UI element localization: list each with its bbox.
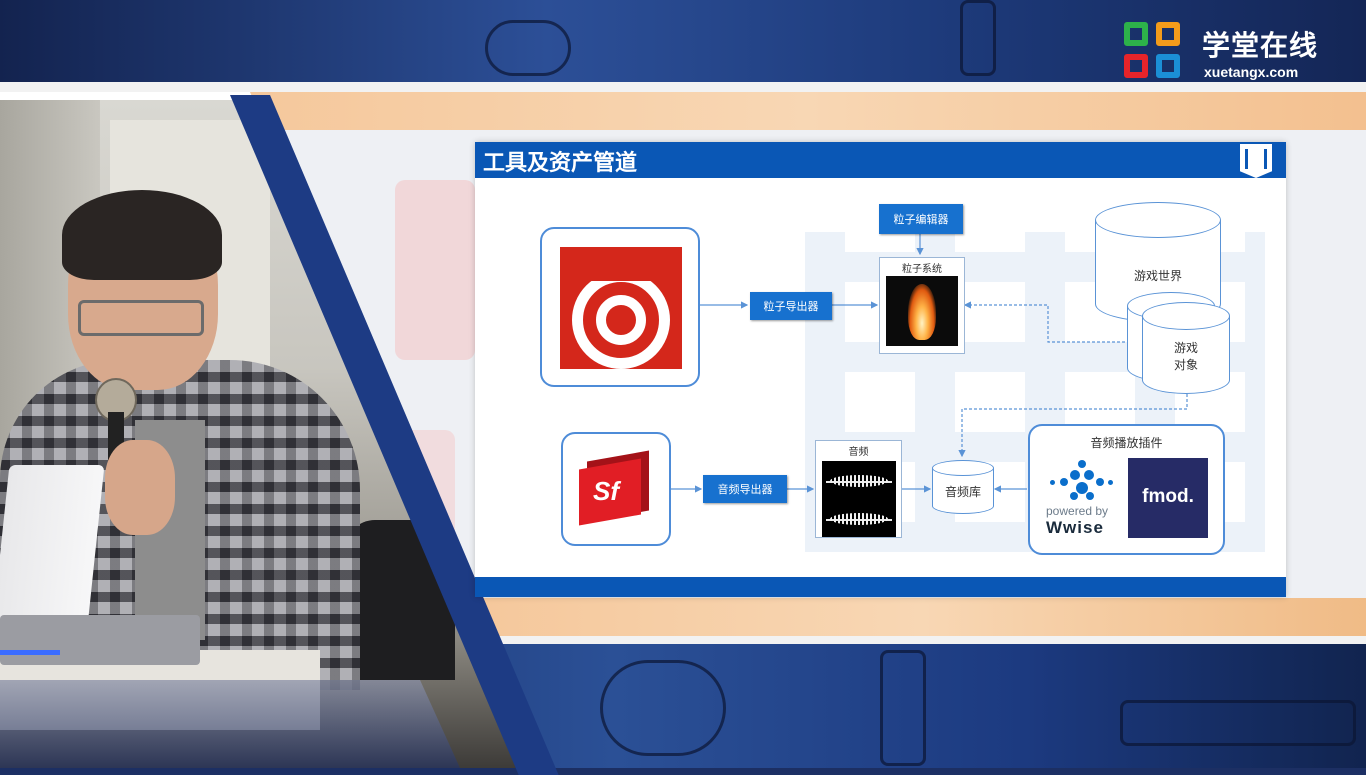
fmod-logo-icon: fmod. bbox=[1128, 458, 1208, 538]
top-divider bbox=[0, 82, 1366, 92]
fmod-name: fmod. bbox=[1142, 486, 1194, 507]
audio-plugin-box: 音频播放插件 powered by Wwise fmod. bbox=[1028, 424, 1225, 555]
chain-decoration bbox=[880, 650, 926, 766]
chain-decoration bbox=[1120, 700, 1356, 746]
particle-editor-node: 粒子编辑器 bbox=[879, 204, 963, 234]
wwise-name: Wwise bbox=[1046, 518, 1104, 537]
chain-decoration bbox=[960, 0, 996, 76]
presenter-reflection bbox=[0, 680, 460, 768]
logo-grid-icon bbox=[1124, 22, 1188, 86]
cyl-top bbox=[932, 460, 994, 476]
sf-text: Sf bbox=[593, 476, 619, 506]
game-object-database: 游戏 对象 bbox=[1142, 302, 1230, 397]
chain-decoration bbox=[485, 20, 571, 76]
flame bbox=[908, 284, 936, 340]
audio-plugin-title: 音频播放插件 bbox=[1090, 436, 1163, 450]
slide-title: 工具及资产管道 bbox=[483, 151, 638, 176]
bottom-accent-band bbox=[480, 598, 1366, 638]
waveform bbox=[830, 475, 888, 487]
audio-library-label: 音频库 bbox=[944, 485, 981, 499]
bottom-divider bbox=[480, 636, 1366, 644]
waveform bbox=[830, 513, 888, 525]
logo-square bbox=[1156, 22, 1180, 46]
game-world-label: 游戏世界 bbox=[1133, 269, 1182, 283]
cyl-top bbox=[1142, 302, 1230, 330]
backdrop-ghost bbox=[395, 180, 475, 360]
slide-footer bbox=[475, 577, 1286, 597]
laptop-light bbox=[0, 650, 60, 655]
chain-decoration bbox=[600, 660, 726, 756]
spiral-inner bbox=[596, 295, 646, 345]
particle-exporter-node: 粒子导出器 bbox=[750, 292, 832, 320]
school-logo-icon bbox=[1240, 144, 1272, 178]
audio-exporter-node: 音频导出器 bbox=[703, 475, 787, 503]
logo-url: xuetangx.com bbox=[1204, 64, 1299, 80]
cyl-top bbox=[1095, 202, 1221, 238]
spiral-mask bbox=[560, 247, 682, 281]
particle-system-label: 粒子系统 bbox=[902, 264, 942, 275]
slide: 工具及资产管道 粒子导出器 粒子编辑器 粒子系统 bbox=[475, 142, 1286, 597]
game-object-label-line1: 游戏 bbox=[1173, 341, 1198, 355]
xuetangx-logo[interactable]: 学堂在线 xuetangx.com bbox=[1124, 22, 1354, 84]
audio-library-database: 音频库 bbox=[932, 460, 994, 516]
houdini-app-card bbox=[540, 227, 700, 387]
presenter-hair bbox=[62, 190, 222, 280]
logo-square bbox=[1156, 54, 1180, 78]
presenter-hand bbox=[105, 440, 175, 535]
game-object-label-line2: 对象 bbox=[1173, 358, 1198, 372]
laptop-base bbox=[0, 615, 200, 665]
top-accent-band bbox=[250, 92, 1366, 130]
substance-logo-icon: Sf bbox=[579, 450, 651, 526]
audio-panel: 音频 bbox=[815, 440, 902, 538]
audio-label: 音频 bbox=[848, 447, 869, 458]
particle-system-panel: 粒子系统 bbox=[879, 257, 965, 354]
substance-app-card: Sf bbox=[561, 432, 671, 546]
logo-square bbox=[1124, 22, 1148, 46]
slide-header: 工具及资产管道 bbox=[475, 142, 1286, 178]
fire-preview bbox=[886, 276, 958, 346]
wwise-logo-icon bbox=[1050, 458, 1114, 502]
logo-square bbox=[1124, 54, 1148, 78]
glasses bbox=[78, 300, 204, 336]
game-object-label: 游戏 对象 bbox=[1142, 340, 1230, 374]
wwise-powered-by: powered by bbox=[1046, 504, 1109, 518]
houdini-logo-icon bbox=[560, 247, 682, 369]
waveform-preview bbox=[822, 461, 896, 537]
logo-name: 学堂在线 bbox=[1202, 29, 1319, 62]
